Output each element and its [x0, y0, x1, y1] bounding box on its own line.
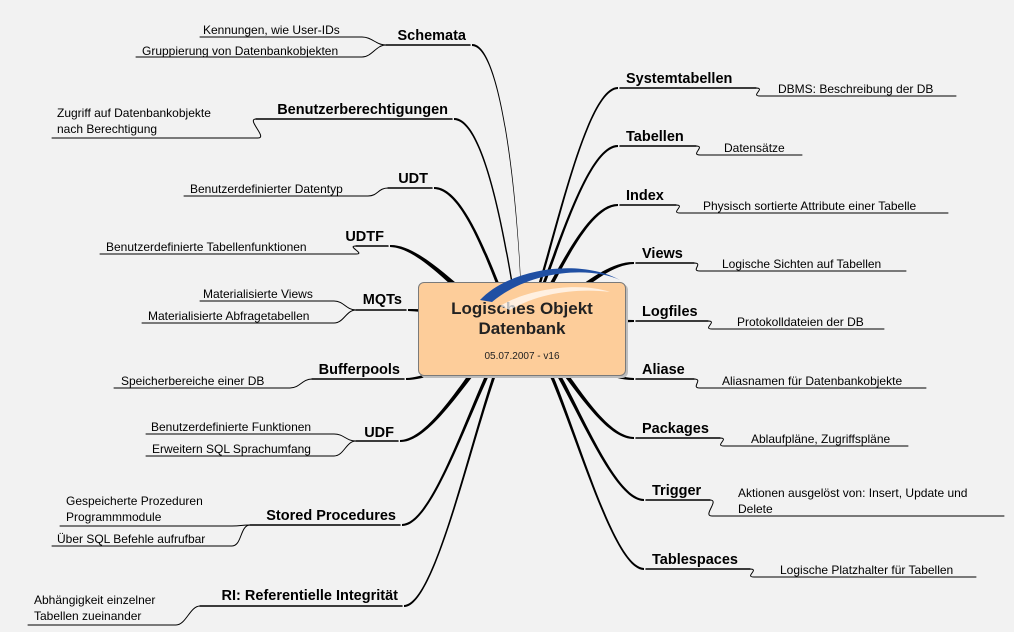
left-branch-label: Stored Procedures [266, 508, 396, 524]
leaf-connector [145, 433, 357, 442]
left-leaf-label: Benutzerdefinierte Tabellenfunktionen [106, 240, 307, 254]
leaf-connector [693, 378, 927, 389]
left-leaf-label: Materialisierte Views [203, 287, 313, 301]
leaf-connector [693, 262, 907, 272]
leaf-connector [113, 378, 313, 389]
central-title-line1: Logisches Objekt [451, 299, 593, 318]
right-leaf-label: Ablaufpläne, Zugriffspläne [751, 432, 891, 446]
leaf-connector [749, 568, 977, 578]
left-branch-label: Benutzerberechtigungen [277, 102, 448, 118]
right-branch-label: Systemtabellen [626, 71, 733, 87]
leaf-connector [51, 118, 261, 139]
leaf-connector [27, 605, 201, 626]
right-leaf-label: Datensätze [724, 141, 785, 155]
leaf-connector [199, 36, 387, 46]
left-branch-label: UDF [364, 425, 394, 441]
right-leaf-label: Physisch sortierte Attribute einer Tabel… [703, 199, 917, 213]
central-title-line2: Datenbank [478, 319, 566, 338]
leaf-connector [675, 204, 949, 214]
right-leaf-label: Logische Platzhalter für Tabellen [780, 563, 954, 577]
right-branch-label: Logfiles [642, 304, 698, 320]
central-topic-title: Logisches Objekt Datenbank [419, 299, 625, 339]
right-branch-label: Views [642, 246, 683, 262]
left-branch-label: UDT [398, 171, 428, 187]
leaf-connector [145, 440, 357, 457]
left-branch-label: Bufferpools [318, 362, 400, 378]
left-leaf-label: Über SQL Befehle aufrufbar [57, 532, 206, 546]
left-leaf-label: Speicherbereiche einer DB [121, 374, 265, 388]
leaf-connector [719, 437, 909, 447]
right-leaf-label: Protokolldateien der DB [737, 315, 864, 329]
leaf-connector [99, 245, 360, 255]
right-branch-label: Tablespaces [652, 552, 738, 568]
right-branch-label: Trigger [652, 483, 702, 499]
right-leaf-label: Logische Sichten auf Tabellen [722, 257, 882, 271]
leaf-connector [199, 300, 357, 311]
leaf-connector [135, 44, 387, 58]
left-leaf-label: Kennungen, wie User-IDs [203, 23, 340, 37]
leaf-connector [59, 524, 251, 527]
left-branch-label: UDTF [345, 229, 384, 245]
left-branch-label: RI: Referentielle Integrität [221, 588, 398, 604]
left-leaf-label: Benutzerdefinierter Datentyp [190, 182, 343, 196]
leaf-connector [707, 320, 885, 330]
right-branch-label: Aliase [642, 362, 685, 378]
right-branch-label: Packages [642, 421, 709, 437]
leaf-connector [183, 187, 389, 197]
left-leaf-label: Gruppierung von Datenbankobjekten [142, 44, 339, 58]
leaf-connector [51, 524, 251, 547]
left-branch-label: Schemata [397, 28, 466, 44]
right-branch-label: Tabellen [626, 129, 684, 145]
left-leaf-label: Benutzerdefinierte Funktionen [151, 420, 312, 434]
leaf-connector [695, 145, 803, 156]
right-branch-label: Index [626, 188, 664, 204]
leaf-connector [755, 87, 957, 97]
leaf-connector [141, 309, 357, 324]
central-topic-date: 05.07.2007 - v16 [484, 351, 560, 362]
swoosh-logo-icon [480, 268, 620, 310]
left-leaf-label: Materialisierte Abfragetabellen [148, 309, 310, 323]
leaf-connector [708, 499, 1005, 517]
right-leaf-label: Aktionen ausgelöst von: Insert, Update u… [738, 486, 968, 516]
right-leaf-label: DBMS: Beschreibung der DB [778, 82, 934, 96]
left-leaf-label: Erweitern SQL Sprachumfang [152, 442, 311, 456]
right-leaf-label: Aliasnamen für Datenbankobjekte [722, 374, 903, 388]
left-branch-label: MQTs [362, 292, 402, 308]
